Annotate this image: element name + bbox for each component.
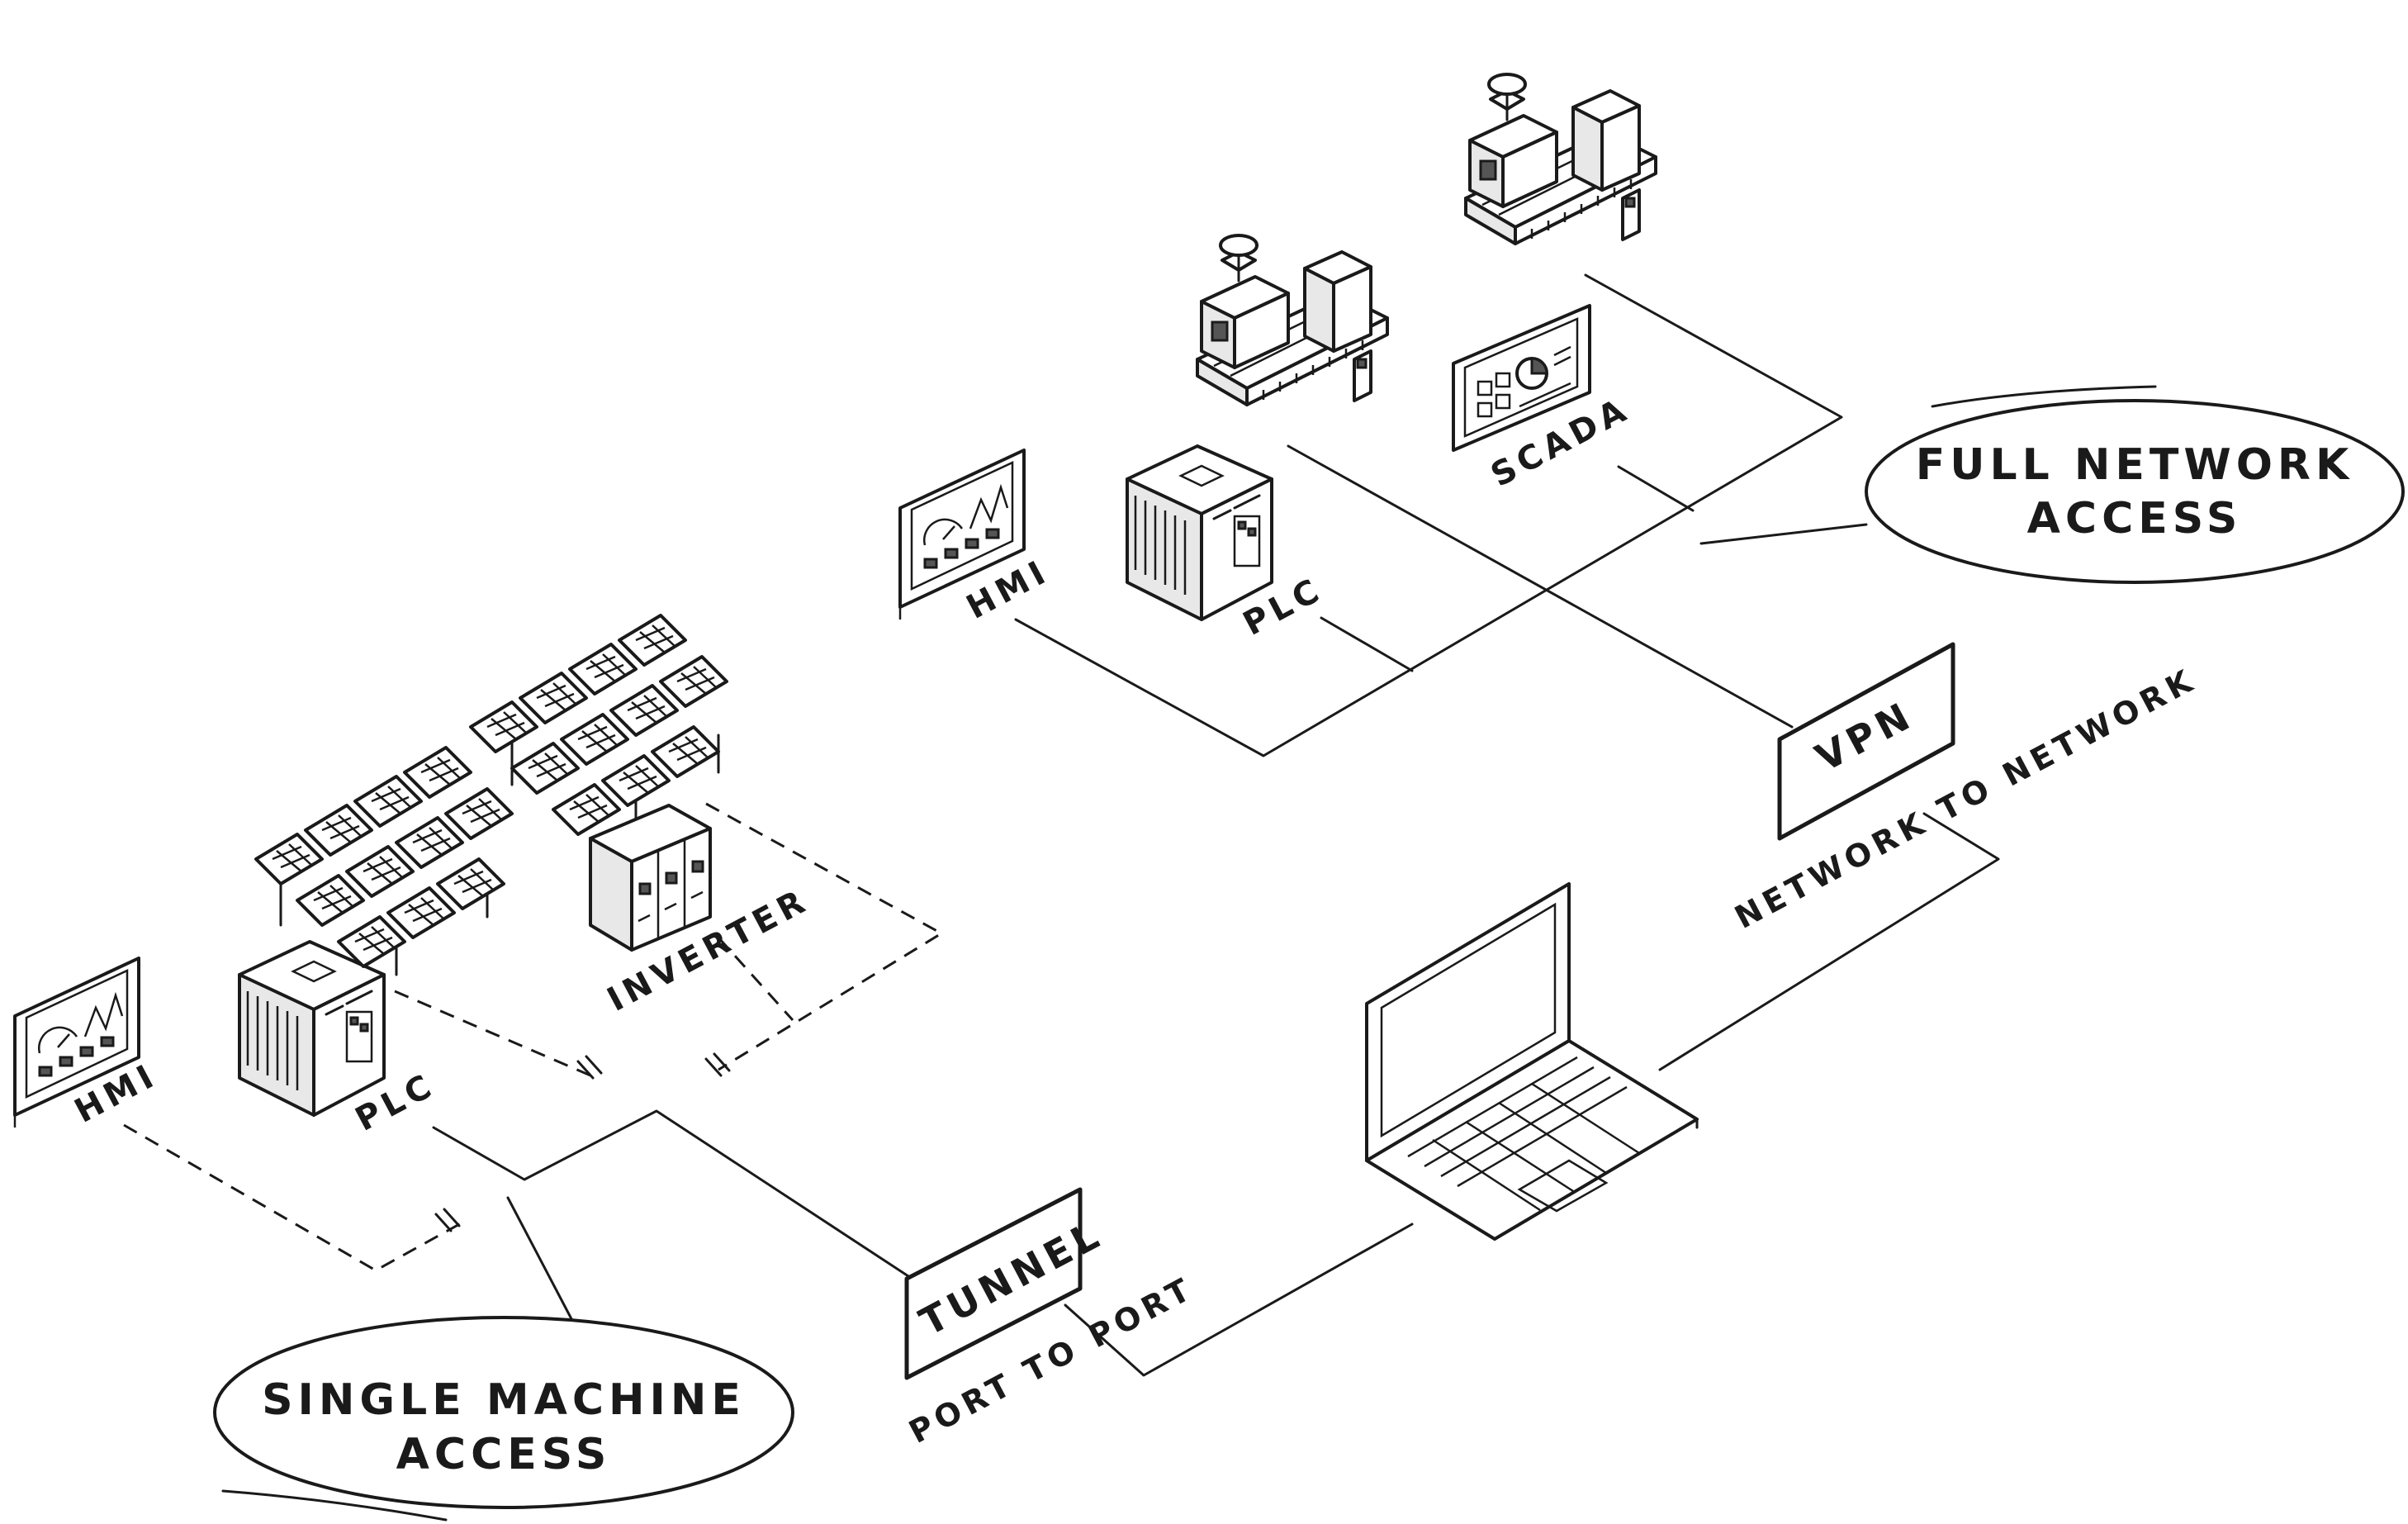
machine-icon: [1196, 234, 1389, 406]
single-machine-line1: SINGLE MACHINE: [262, 1375, 746, 1425]
solar-panel-icon: [254, 746, 514, 976]
plc-link-line: [432, 1109, 910, 1278]
inverter-icon: [589, 804, 712, 952]
full-network-line1: FULL NETWORK: [1916, 440, 2354, 490]
single-machine-callout: SINGLE MACHINE ACCESS: [213, 1316, 794, 1522]
break-symbol: [576, 1055, 603, 1080]
full-network-line2: ACCESS: [2027, 494, 2243, 544]
hmi-dashed-link: [123, 1123, 463, 1272]
full-network-callout: FULL NETWORK ACCESS: [1865, 385, 2405, 584]
plc-dashed-link: [394, 990, 591, 1077]
scada-link: [1617, 465, 1695, 512]
solar-panel-icon: [469, 614, 728, 836]
full-network-pointer: [1699, 523, 1868, 545]
single-machine-line2: ACCESS: [396, 1430, 612, 1479]
scada-icon: [1452, 304, 1591, 452]
top-plc-link: [1320, 616, 1414, 672]
single-machine-pointer: [506, 1196, 580, 1333]
laptop-vpn-line: [1658, 812, 2000, 1071]
vpn-machine-line: [1287, 444, 1794, 729]
tunnel-laptop-line: [1064, 1223, 1414, 1377]
laptop-icon: [1365, 882, 1699, 1241]
plc-icon: [1126, 444, 1273, 621]
machine-icon: [1464, 73, 1657, 245]
inverter-dashed-link-2: [717, 936, 794, 1022]
top-backbone-line: [1014, 273, 1843, 757]
